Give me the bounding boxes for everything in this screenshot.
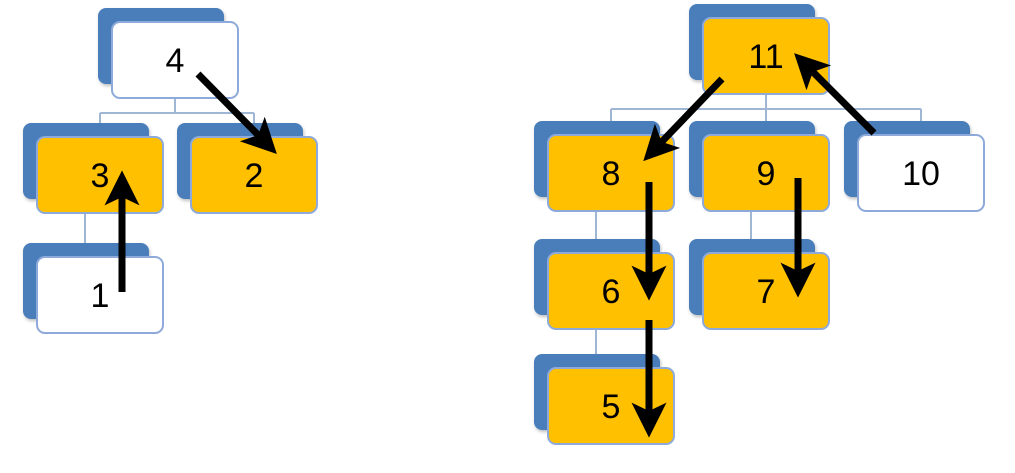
arrows-layer [104, 53, 877, 438]
tree-node-8: 8 [534, 121, 675, 212]
tree-node-5: 5 [534, 354, 675, 445]
tree-node-11: 11 [689, 4, 830, 95]
tree-node-9: 9 [689, 121, 830, 212]
tree-node-7: 7 [689, 239, 830, 330]
tree-node-1: 1 [23, 243, 164, 334]
tree-node-6: 6 [534, 239, 675, 330]
arrow-10-to-11 [794, 53, 877, 136]
node-box [857, 134, 985, 212]
node-label-9: 9 [757, 155, 776, 193]
tree-node-2: 2 [177, 123, 318, 214]
tree-node-3: 3 [23, 123, 164, 214]
tree-node-10: 10 [844, 121, 985, 212]
node-label-2: 2 [245, 157, 264, 195]
node-label-8: 8 [602, 155, 621, 193]
node-box [547, 134, 675, 212]
node-label-3: 3 [91, 157, 110, 195]
arrow-4-to-2 [195, 71, 277, 154]
node-label-7: 7 [757, 273, 776, 311]
node-label-11: 11 [748, 38, 783, 76]
node-label-10: 10 [902, 155, 940, 193]
node-label-5: 5 [602, 388, 621, 426]
node-box [36, 256, 164, 334]
node-label-6: 6 [602, 273, 621, 311]
node-label-1: 1 [91, 277, 110, 315]
node-label-4: 4 [166, 42, 185, 80]
arrow-11-to-8 [643, 76, 725, 162]
tree-node-4: 4 [98, 8, 239, 99]
